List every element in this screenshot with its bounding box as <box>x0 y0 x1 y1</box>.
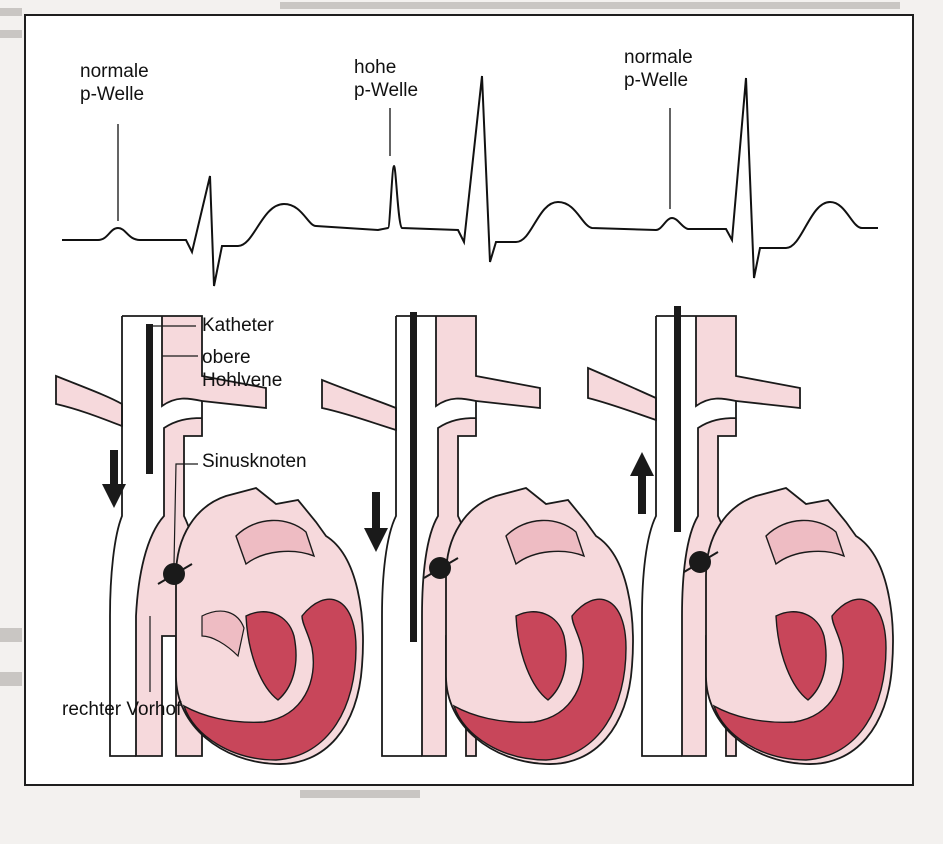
label-right-atrium: rechter Vorhof <box>62 699 182 720</box>
label-superior-vena-cava: obere Hohlvene <box>202 347 283 391</box>
catheter-1 <box>146 324 153 474</box>
sinus-node-1 <box>163 563 185 585</box>
catheter-2 <box>410 312 417 642</box>
arrow-down-icon <box>102 484 126 508</box>
heart-panel-3 <box>587 306 894 765</box>
illustration <box>55 75 894 765</box>
sinus-node-3 <box>689 551 711 573</box>
arrow-down-icon <box>364 528 388 552</box>
arrow-up-icon <box>630 452 654 476</box>
heart-panel-2 <box>321 312 634 765</box>
sinus-node-2 <box>429 557 451 579</box>
catheter-3 <box>674 306 681 532</box>
label-p-wave-high: hohe p-Welle <box>354 57 419 101</box>
label-catheter: Katheter <box>202 315 274 336</box>
label-sinus-node: Sinusknoten <box>202 451 307 472</box>
ecg-trace <box>62 75 878 287</box>
label-p-wave-normal-1: normale p-Welle <box>80 61 149 105</box>
label-p-wave-normal-2: normale p-Welle <box>624 47 693 91</box>
heart-panel-1 <box>55 315 364 765</box>
figure-panel: normale p-Welle hohe p-Welle normale p-W… <box>24 14 914 786</box>
